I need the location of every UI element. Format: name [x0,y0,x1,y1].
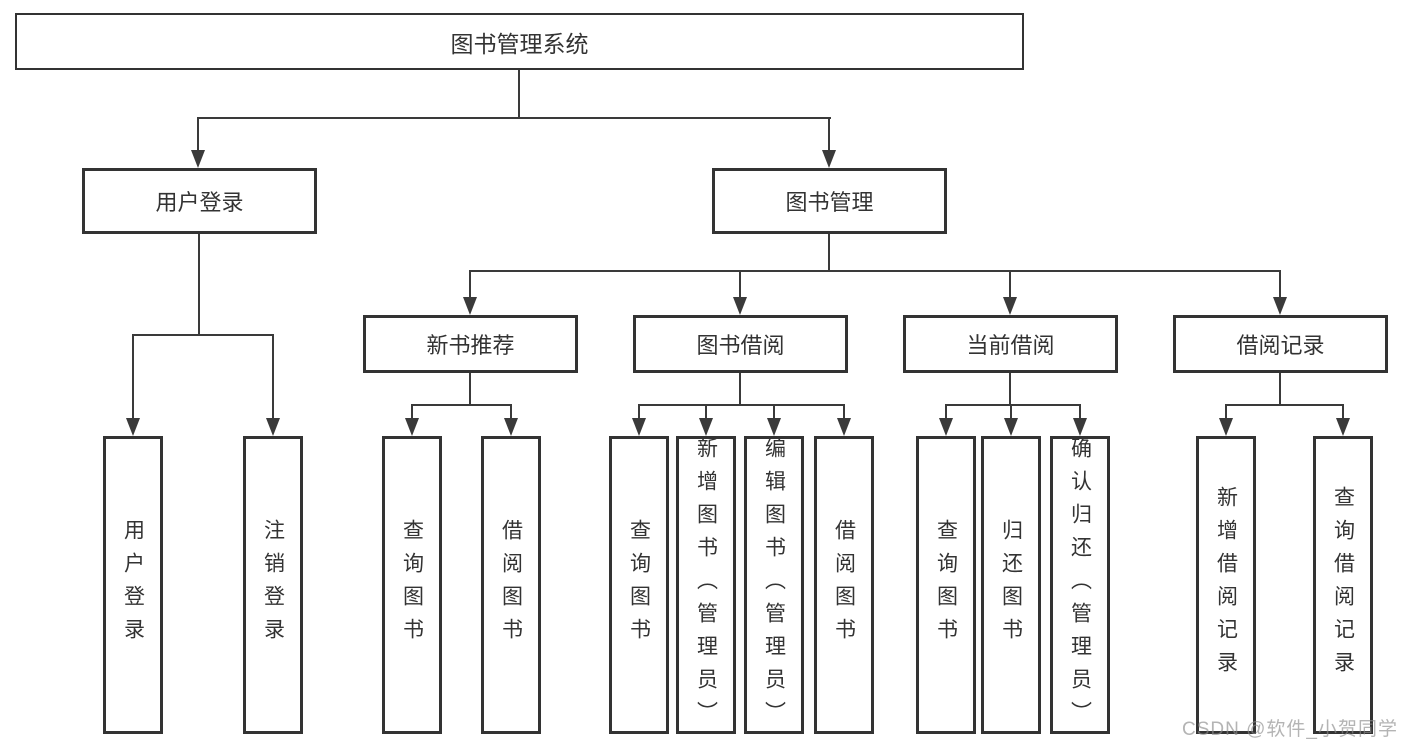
connector-recommend-stem [469,373,471,405]
arrow-down-icon [266,418,280,436]
arrow-down-icon [126,418,140,436]
connector-root-drop-right [828,117,830,151]
connector-recommend-drop-1 [411,404,413,418]
arrow-down-icon [1336,418,1350,436]
connector-current-drop-1 [945,404,947,418]
node-root: 图书管理系统 [15,13,1024,70]
connector-book-mgmt-drop-1 [469,270,471,297]
arrow-down-icon [1273,297,1287,315]
leaf-add-book-admin: 新增图书（管理员） [676,436,736,734]
connector-book-mgmt-drop-2 [739,270,741,297]
connector-borrowing-drop-2 [705,404,707,418]
leaf-logout: 注销登录 [243,436,303,734]
node-book-borrowing: 图书借阅 [633,315,848,373]
connector-current-drop-2 [1010,404,1012,418]
connector-book-mgmt-drop-3 [1009,270,1011,297]
leaf-edit-book-admin-label: 编辑图书（管理员） [762,436,786,734]
connector-root-stem [518,70,520,118]
arrow-down-icon [837,418,851,436]
leaf-query-books-borrowing-label: 查询图书 [627,519,651,651]
leaf-add-borrow-record: 新增借阅记录 [1196,436,1256,734]
connector-records-stem [1279,373,1281,405]
connector-borrowing-drop-4 [843,404,845,418]
connector-borrowing-bar [638,404,845,406]
connector-root-bar [197,117,831,119]
leaf-query-books-recommend: 查询图书 [382,436,442,734]
leaf-borrow-books-recommend: 借阅图书 [481,436,541,734]
node-book-borrowing-label: 图书借阅 [696,333,785,358]
connector-user-login-drop-1 [132,334,134,418]
leaf-borrow-books-borrowing: 借阅图书 [814,436,874,734]
connector-book-mgmt-drop-4 [1279,270,1281,297]
connector-root-drop-left [197,117,199,151]
arrow-down-icon [463,297,477,315]
leaf-query-books-recommend-label: 查询图书 [400,519,424,651]
connector-recommend-bar [411,404,512,406]
leaf-confirm-return-admin: 确认归还（管理员） [1050,436,1110,734]
arrow-down-icon [191,150,205,168]
node-book-management: 图书管理 [712,168,947,234]
node-new-book-recommendation: 新书推荐 [363,315,578,373]
connector-book-mgmt-stem [828,234,830,272]
leaf-query-borrow-record-label: 查询借阅记录 [1331,486,1355,684]
node-current-borrowing: 当前借阅 [903,315,1118,373]
leaf-return-books-label: 归还图书 [999,519,1023,651]
connector-borrowing-stem [739,373,741,405]
connector-current-bar [945,404,1081,406]
leaf-user-login: 用户登录 [103,436,163,734]
arrow-down-icon [733,297,747,315]
arrow-down-icon [632,418,646,436]
connector-borrowing-drop-3 [773,404,775,418]
node-borrowing-records-label: 借阅记录 [1236,333,1325,358]
arrow-down-icon [822,150,836,168]
node-borrowing-records: 借阅记录 [1173,315,1388,373]
connector-current-stem [1009,373,1011,405]
node-user-login: 用户登录 [82,168,317,234]
leaf-query-borrow-record: 查询借阅记录 [1313,436,1373,734]
connector-current-drop-3 [1079,404,1081,418]
arrow-down-icon [405,418,419,436]
arrow-down-icon [1073,418,1087,436]
connector-borrowing-drop-1 [638,404,640,418]
arrow-down-icon [1004,418,1018,436]
node-root-label: 图书管理系统 [450,30,589,57]
connector-user-login-bar [132,334,274,336]
leaf-borrow-books-borrowing-label: 借阅图书 [832,519,856,651]
node-book-management-label: 图书管理 [785,190,874,215]
leaf-edit-book-admin: 编辑图书（管理员） [744,436,804,734]
leaf-confirm-return-admin-label: 确认归还（管理员） [1068,436,1092,734]
leaf-return-books: 归还图书 [981,436,1041,734]
node-current-borrowing-label: 当前借阅 [966,333,1055,358]
leaf-query-books-current-label: 查询图书 [934,519,958,651]
arrow-down-icon [1003,297,1017,315]
connector-records-bar [1225,404,1344,406]
arrow-down-icon [1219,418,1233,436]
watermark: CSDN @软件_小贺同学 [1182,719,1398,740]
leaf-borrow-books-recommend-label: 借阅图书 [499,519,523,651]
connector-records-drop-1 [1225,404,1227,418]
arrow-down-icon [504,418,518,436]
node-user-login-label: 用户登录 [155,190,244,215]
node-new-book-recommendation-label: 新书推荐 [426,333,515,358]
connector-user-login-drop-2 [272,334,274,418]
leaf-query-books-borrowing: 查询图书 [609,436,669,734]
leaf-add-book-admin-label: 新增图书（管理员） [694,436,718,734]
leaf-query-books-current: 查询图书 [916,436,976,734]
leaf-logout-label: 注销登录 [261,519,285,651]
leaf-user-login-label: 用户登录 [121,519,145,651]
connector-records-drop-2 [1342,404,1344,418]
connector-book-mgmt-bar [469,270,1281,272]
connector-recommend-drop-2 [510,404,512,418]
leaf-add-borrow-record-label: 新增借阅记录 [1214,486,1238,684]
connector-user-login-stem [198,234,200,336]
arrow-down-icon [939,418,953,436]
arrow-down-icon [767,418,781,436]
arrow-down-icon [699,418,713,436]
